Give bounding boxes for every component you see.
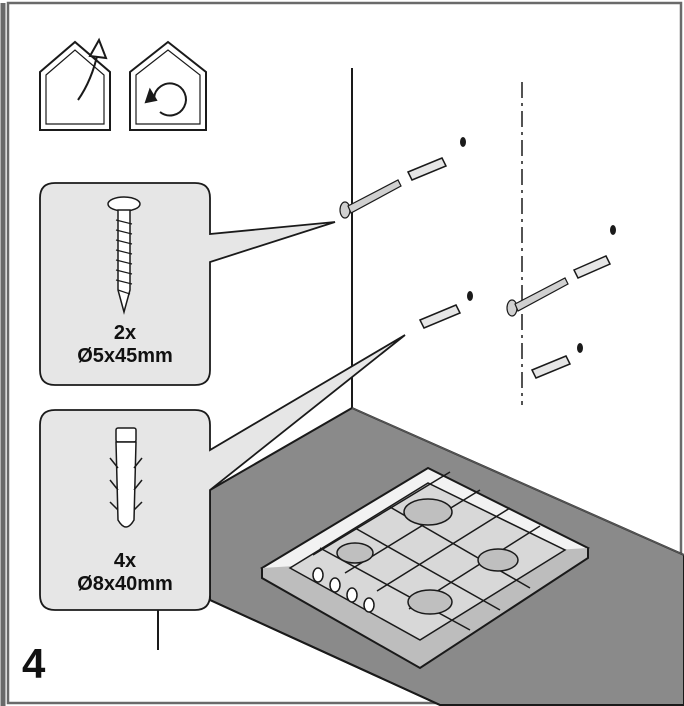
house-rotate-icon (129, 40, 207, 131)
gas-hob (260, 466, 591, 670)
wall-screws (339, 179, 569, 317)
screw-icon (107, 196, 141, 315)
screw-quantity: 2x (113, 322, 137, 344)
plug-size: Ø8x40mm (77, 573, 173, 595)
callout-screw (39, 182, 336, 386)
step-number: 4 (22, 640, 46, 687)
house-exit-arrow-icon (39, 37, 111, 131)
wall-plug-icon (109, 427, 143, 528)
plug-quantity: 4x (113, 550, 137, 572)
hob-burners (336, 498, 519, 615)
callout-wall-plug (39, 334, 406, 650)
drill-holes (460, 137, 616, 353)
hob-knobs (312, 567, 375, 613)
wall-plugs (406, 157, 612, 379)
screw-callout-label: 2x Ø5x45mm (40, 322, 210, 368)
plug-callout-label: 4x Ø8x40mm (40, 550, 210, 596)
screw-size: Ø5x45mm (77, 345, 173, 367)
diagram-frame (6, 1, 683, 705)
